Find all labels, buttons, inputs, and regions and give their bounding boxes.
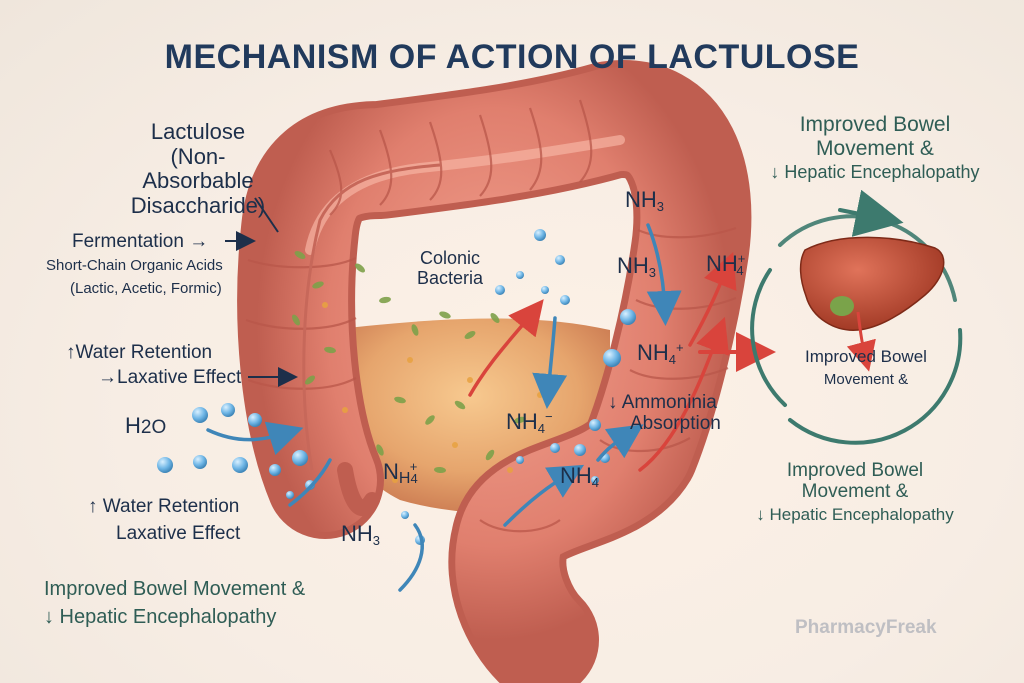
nh4-charge: − <box>545 409 553 424</box>
improved-bowel-label-cycle: Improved Bowel Movement & <box>786 347 946 389</box>
nh4-symbol: NH <box>560 463 592 488</box>
lactulose-line-3: Disaccharide) <box>130 192 266 218</box>
improved-top-line-1: Improved Bowel <box>799 113 951 136</box>
watermark: PharmacyFreak <box>795 617 937 638</box>
flow-arrows <box>206 223 776 592</box>
nh4-subscript: 4 <box>736 263 744 278</box>
nh4-symbol: NH <box>506 409 538 434</box>
ammonia-absorption-label: ↓ Ammoninia Absorption <box>608 392 721 435</box>
nh4-n: N <box>383 459 399 484</box>
improved-bowel-label-br: Improved Bowel Movement & ↓ Hepatic Ence… <box>720 460 990 524</box>
nh4-subscript: 4 <box>668 352 677 367</box>
improved-br-line-1: Improved Bowel <box>786 460 924 481</box>
nh3-subscript: 3 <box>656 199 665 214</box>
nh4-minus-label: NH4− <box>506 409 553 437</box>
nh4-subscript: 4 <box>591 475 600 490</box>
bacteria-particles <box>292 251 526 474</box>
nh4-symbol: NH <box>706 251 738 276</box>
improved-br-line-3: ↓ Hepatic Encephalopathy <box>756 504 954 524</box>
nh4-charge: + <box>737 251 746 266</box>
nh4-charge: + <box>409 459 418 474</box>
nh4-plus-label-center: NH4+ <box>637 340 684 368</box>
taenia-band <box>302 163 441 471</box>
improved-top-line-2: Movement & <box>816 136 934 160</box>
improved-bowel-label-bl-2: ↓ Hepatic Encephalopathy <box>44 606 277 628</box>
nh3-subscript: 3 <box>648 265 657 280</box>
lactulose-label: Lactulose (Non-Absorbable Disaccharide) <box>118 119 278 219</box>
colon-haustra <box>245 99 737 533</box>
laxative-effect-label-1: →Laxative Effect <box>98 367 242 388</box>
nh4-subscript: 4 <box>410 471 418 486</box>
improved-bowel-label-bl-1: Improved Bowel Movement & <box>44 578 306 600</box>
liver-illustration <box>799 236 945 372</box>
colonic-line-1: Colonic <box>419 248 481 268</box>
improved-top-line-3: ↓ Hepatic Encephalopathy <box>770 162 980 183</box>
water-retention-label-1: ↑Water Retention <box>66 342 213 363</box>
nh4-plus-label-left: NH4+ <box>383 459 418 488</box>
scfa-list-label: (Lactic, Acetic, Formic) <box>70 280 222 297</box>
improved-mid-line-1: Improved Bowel <box>805 347 927 366</box>
nh3-label-bottom: NH3 <box>341 521 381 549</box>
appendix <box>337 462 380 516</box>
improved-mid-line-2: Movement & <box>823 371 909 389</box>
water-retention-label-2: ↑ Water Retention <box>88 496 240 517</box>
nh3-symbol: NH <box>341 521 373 546</box>
improved-bowel-label-top: Improved Bowel Movement & ↓ Hepatic Ence… <box>740 113 1010 182</box>
nh3-symbol: NH <box>617 253 649 278</box>
page-title: MECHANISM OF ACTION OF LACTULOSE <box>164 38 860 76</box>
nh4-subscript: 4 <box>537 421 546 436</box>
laxative-effect-label-2: Laxative Effect <box>116 523 241 544</box>
cycle-ring <box>750 189 963 445</box>
nh4-plus-label-right: NH+4 <box>706 251 746 279</box>
h2o-o: O <box>151 417 167 438</box>
nh3-subscript: 3 <box>372 533 381 548</box>
h2o-label: H2O <box>125 413 167 439</box>
lactulose-line-1: Lactulose <box>150 119 246 144</box>
nh3-symbol: NH <box>625 187 657 212</box>
lactulose-line-2: (Non-Absorbable <box>142 143 254 194</box>
nh3-label-mid: NH3 <box>617 253 657 281</box>
colonic-line-2: Bacteria <box>416 268 484 289</box>
nh4-h: H <box>398 470 411 487</box>
nh3-label-top: NH3 <box>625 187 665 215</box>
nh4-symbol: NH <box>637 340 669 365</box>
fermentation-label: Fermentation → <box>72 231 209 252</box>
improved-br-line-2: Movement & <box>801 481 909 503</box>
colonic-bacteria-label: Colonic Bacteria <box>400 248 500 288</box>
nh4-label-lower: NH4 <box>560 463 600 491</box>
ammonia-line-1: ↓ Ammoninia <box>608 392 717 413</box>
h2o-subscript: 2 <box>140 417 152 438</box>
pointer-lines <box>225 197 298 387</box>
nh4-charge: + <box>676 340 684 355</box>
h2o-symbol: H <box>125 413 141 438</box>
ammonia-line-2: Absorption <box>630 413 721 435</box>
scfa-label: Short-Chain Organic Acids <box>46 257 223 274</box>
